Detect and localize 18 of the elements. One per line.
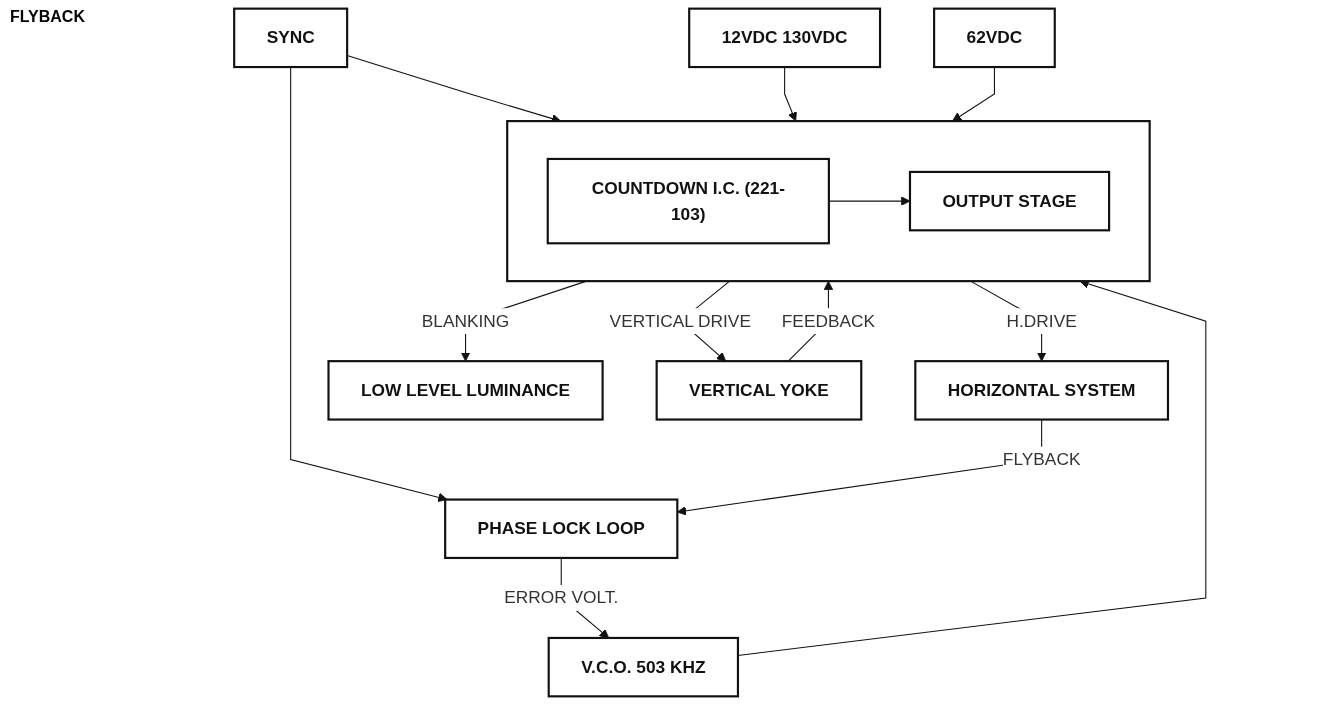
node-box: SYNC — [233, 7, 349, 69]
node-box: VERTICAL YOKE — [655, 360, 863, 421]
edge-label: FEEDBACK — [781, 311, 876, 330]
edge-label: FLYBACK — [1002, 449, 1081, 469]
signal-label: FLYBACK — [10, 8, 85, 26]
node-box: OUTPUT STAGE — [908, 170, 1111, 232]
cluster — [506, 120, 1151, 283]
node-box: PHASE LOCK LOOP — [444, 498, 679, 560]
edge-label: H.DRIVE — [1006, 311, 1077, 330]
edge-label: ERROR VOLT. — [504, 588, 619, 607]
node-box: COUNTDOWN I.C. (221-103) — [546, 157, 830, 245]
edge-label: VERTICAL DRIVE — [609, 311, 751, 330]
node-box: V.C.O. 503 KHZ — [547, 636, 740, 698]
node-box: 62VDC — [933, 7, 1056, 69]
node-box: 12VDC 130VDC — [688, 7, 882, 69]
node-box: LOW LEVEL LUMINANCE — [327, 360, 604, 421]
node-box: HORIZONTAL SYSTEM — [914, 360, 1170, 421]
edge-label: BLANKING — [421, 311, 510, 330]
